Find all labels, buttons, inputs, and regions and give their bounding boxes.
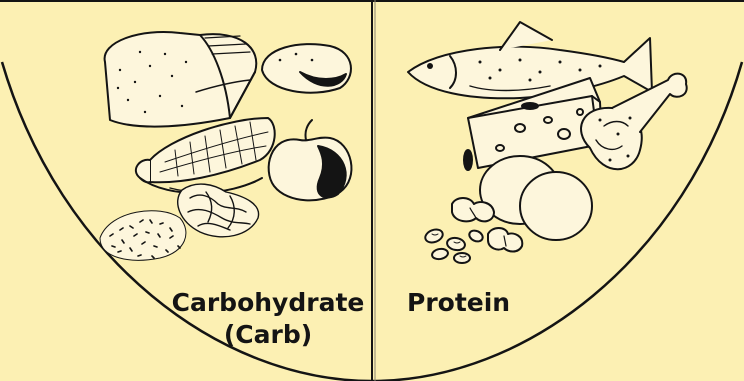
- apple-icon: [269, 120, 352, 200]
- carb-section-label: Carbohydrate (Carb): [168, 287, 368, 351]
- chicken-leg-icon: [581, 74, 687, 170]
- protein-section-label: Protein: [407, 287, 510, 319]
- carb-label-line2: (Carb): [168, 319, 368, 351]
- bread-icon: [105, 32, 257, 127]
- corn-icon: [136, 118, 275, 193]
- beans-icon: [423, 227, 484, 263]
- rice-icon: [100, 211, 186, 260]
- fish-icon: [408, 22, 652, 98]
- protein-label-line1: Protein: [407, 287, 510, 319]
- potato-icon: [262, 44, 351, 93]
- pasta-icon: [178, 184, 259, 237]
- carb-label-line1: Carbohydrate: [168, 287, 368, 319]
